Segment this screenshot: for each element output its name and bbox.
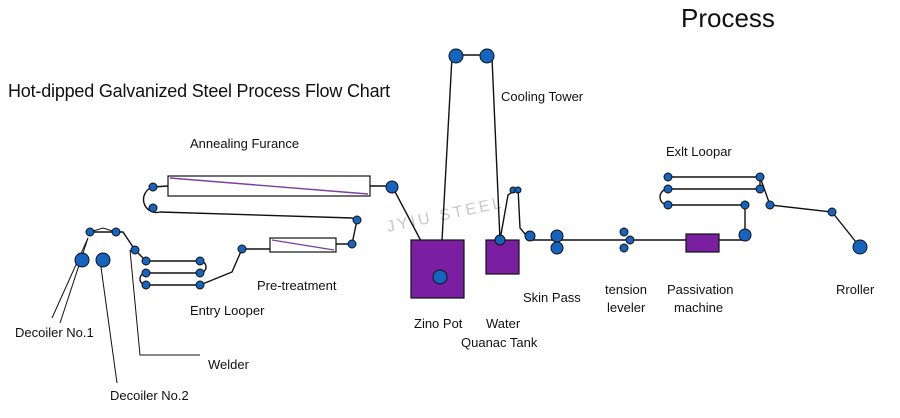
label-leveler: leveler [607, 300, 646, 315]
pre-treatment-tank [269, 237, 337, 253]
decoiler-1-roll [74, 252, 90, 268]
label-cooling-tower: Cooling Tower [501, 89, 584, 104]
quench-roll [494, 234, 506, 246]
roller [755, 172, 765, 182]
label-exit-looper: Exlt Loopar [666, 144, 732, 159]
label-decoiler-1: Decoiler No.1 [15, 325, 94, 340]
recoiler-roll [852, 239, 868, 255]
skin-pass-roll [550, 241, 564, 255]
roller [385, 180, 399, 194]
roller [740, 200, 750, 210]
label-welder: Welder [208, 357, 250, 372]
cooling-tower-roll [448, 48, 464, 64]
label-passivation: Passivation [667, 282, 733, 297]
label-water: Water [486, 316, 521, 331]
roller [514, 186, 522, 194]
decoiler-2-roll [95, 252, 111, 268]
label-tension: tension [605, 282, 647, 297]
roller [141, 280, 151, 290]
decoiler-stands [51, 227, 200, 384]
sink-roll [432, 269, 448, 285]
label-quench-tank: Quanac Tank [461, 335, 538, 350]
roller [111, 227, 121, 237]
roller [663, 200, 673, 210]
roller [663, 172, 673, 182]
passivation-machine [685, 233, 720, 253]
roller [195, 268, 205, 278]
zinc-pot [410, 239, 465, 299]
roller [755, 184, 765, 194]
watermark: JYIU STEEL [385, 194, 506, 236]
cooling-tower-roll [479, 48, 495, 64]
roller [738, 228, 752, 242]
label-recoiler: Rroller [836, 282, 875, 297]
roller [352, 215, 362, 225]
skin-pass-roll [550, 229, 564, 243]
tension-leveler-roll [625, 235, 635, 245]
chart-title: Hot-dipped Galvanized Steel Process Flow… [8, 81, 390, 101]
label-decoiler-2: Decoiler No.2 [110, 388, 189, 403]
roller [237, 244, 247, 254]
roller [148, 203, 158, 213]
roller [347, 239, 357, 249]
roller [663, 184, 673, 194]
tension-leveler-roll [619, 243, 629, 253]
label-pre-treatment: Pre-treatment [257, 278, 337, 293]
roller [141, 268, 151, 278]
roller [827, 207, 837, 217]
label-skin-pass: Skin Pass [523, 290, 581, 305]
roller [524, 230, 536, 242]
label-annealing-furnace: Annealing Furance [190, 136, 299, 151]
label-machine: machine [674, 300, 723, 315]
rollers [74, 48, 868, 290]
roller [141, 256, 151, 266]
water-quench-tank [485, 239, 520, 275]
tension-leveler-roll [619, 227, 629, 237]
page-heading: Process [681, 3, 775, 33]
roller [765, 200, 775, 210]
roller [195, 256, 205, 266]
welder-roll [130, 245, 140, 255]
annealing-furnace [167, 175, 371, 197]
roller [148, 182, 158, 192]
label-zinc-pot: Zino Pot [414, 316, 463, 331]
label-entry-looper: Entry Looper [190, 303, 265, 318]
roller [195, 280, 205, 290]
roller [85, 227, 95, 237]
